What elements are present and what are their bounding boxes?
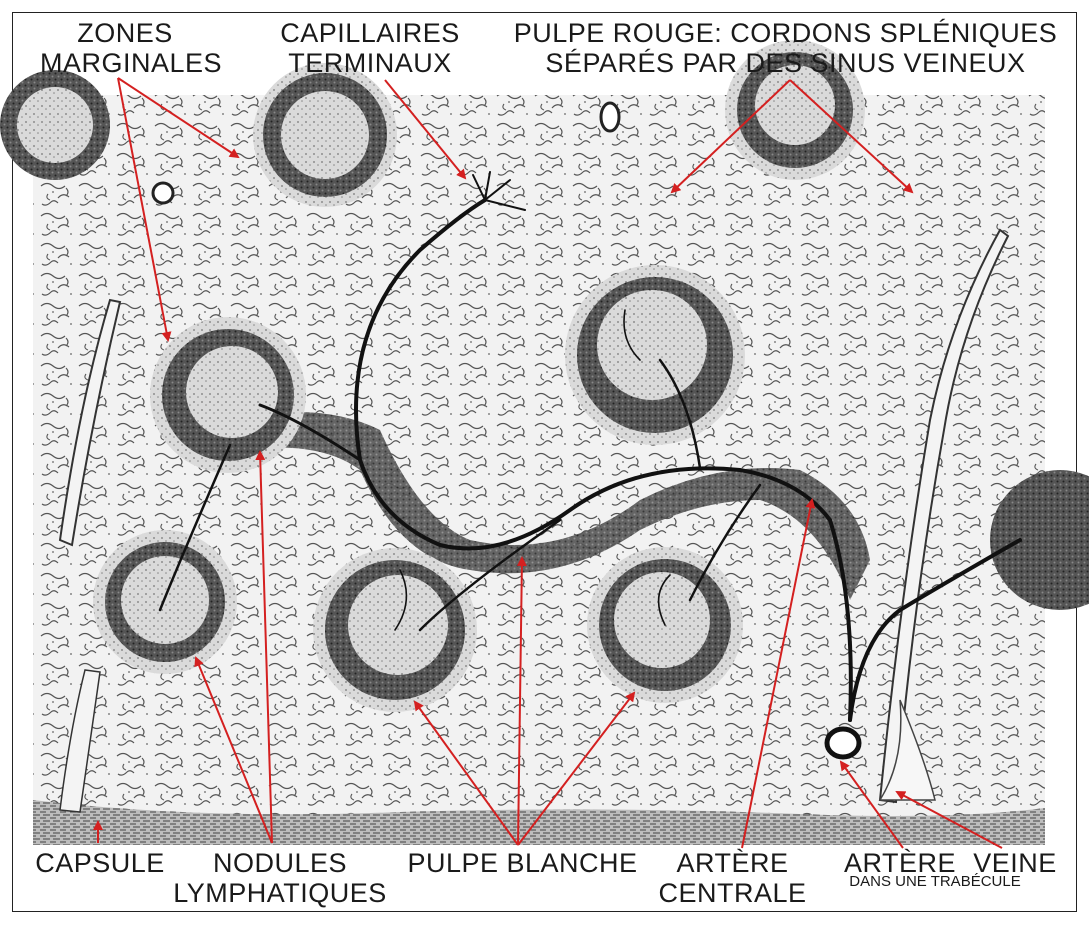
- label-line: CAPILLAIRES: [270, 18, 470, 48]
- trabecular-artery: [827, 729, 859, 757]
- label-line: CENTRALE: [645, 878, 820, 908]
- label-line: PULPE ROUGE: CORDONS SPLÉNIQUES: [498, 18, 1073, 48]
- nodule-bottom-left: [93, 530, 237, 674]
- nodule-top-left: [0, 70, 110, 180]
- small-vessel: [601, 103, 619, 131]
- label-line: LYMPHATIQUES: [170, 878, 390, 908]
- small-vessel: [153, 183, 173, 203]
- label-artere-centrale: ARTÈRE CENTRALE: [645, 848, 820, 908]
- label-pulpe-blanche: PULPE BLANCHE: [400, 848, 645, 878]
- label-line: ZONES: [40, 18, 210, 48]
- label-capsule: CAPSULE: [30, 848, 170, 878]
- label-line: PULPE BLANCHE: [400, 848, 645, 878]
- label-capillaires-terminaux: CAPILLAIRES TERMINAUX: [270, 18, 470, 78]
- label-line: ARTÈRE: [645, 848, 820, 878]
- nodule-center-right: [565, 265, 745, 445]
- label-dans-une-trabecule: DANS UNE TRABÉCULE: [815, 874, 1055, 890]
- label-line: NODULES: [170, 848, 390, 878]
- label-pulpe-rouge: PULPE ROUGE: CORDONS SPLÉNIQUES SÉPARÉS …: [498, 18, 1073, 78]
- label-line: SÉPARÉS PAR DES SINUS VEINEUX: [498, 48, 1073, 78]
- label-line: CAPSULE: [30, 848, 170, 878]
- label-line: TERMINAUX: [270, 48, 470, 78]
- label-line: MARGINALES: [40, 48, 210, 78]
- nodule-top-center: [253, 63, 397, 207]
- label-nodules-lymphatiques: NODULES LYMPHATIQUES: [170, 848, 390, 908]
- label-line: DANS UNE TRABÉCULE: [815, 874, 1055, 890]
- label-zones-marginales: ZONES MARGINALES: [40, 18, 210, 78]
